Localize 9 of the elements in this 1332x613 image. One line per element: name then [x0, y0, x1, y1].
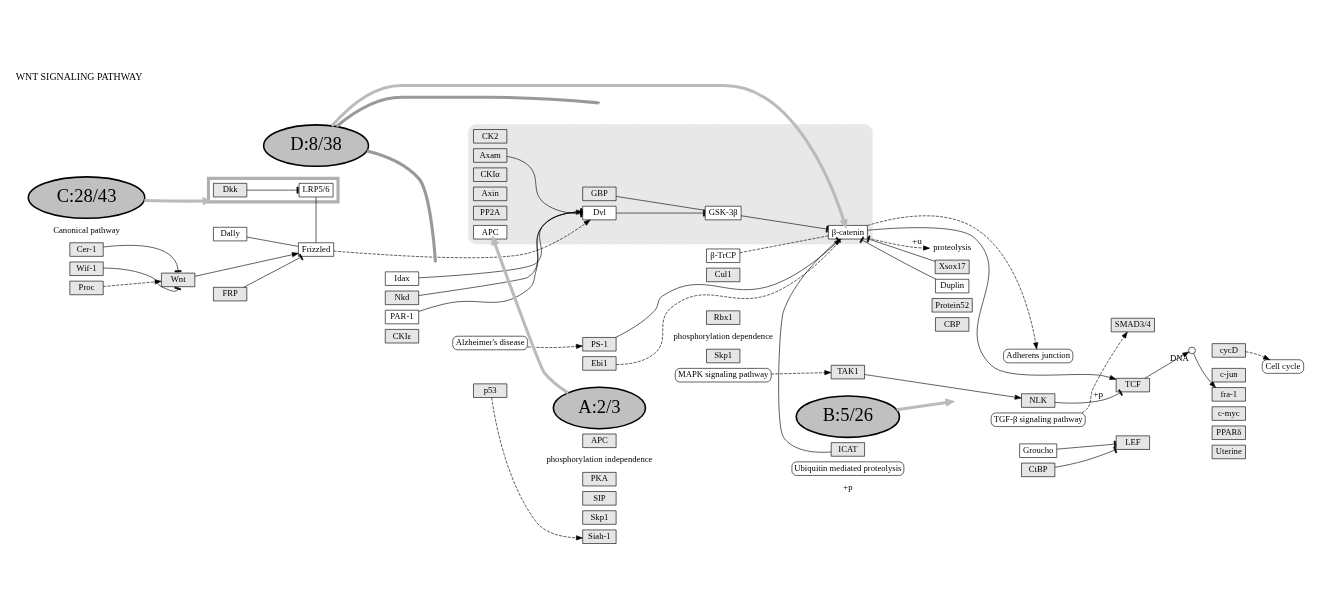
edge-label: +u — [911, 235, 922, 246]
label: phosphorylation dependence — [673, 331, 773, 342]
label: Canonical pathway — [53, 224, 120, 235]
edge-label: +p — [1093, 388, 1104, 399]
node-label: DNA — [1169, 352, 1189, 363]
node-text: proteolysis — [933, 242, 972, 252]
label: phosphorylation independence — [546, 454, 653, 465]
diagram-title: WNT SIGNALING PATHWAY — [15, 70, 143, 82]
label: +p — [843, 482, 853, 493]
